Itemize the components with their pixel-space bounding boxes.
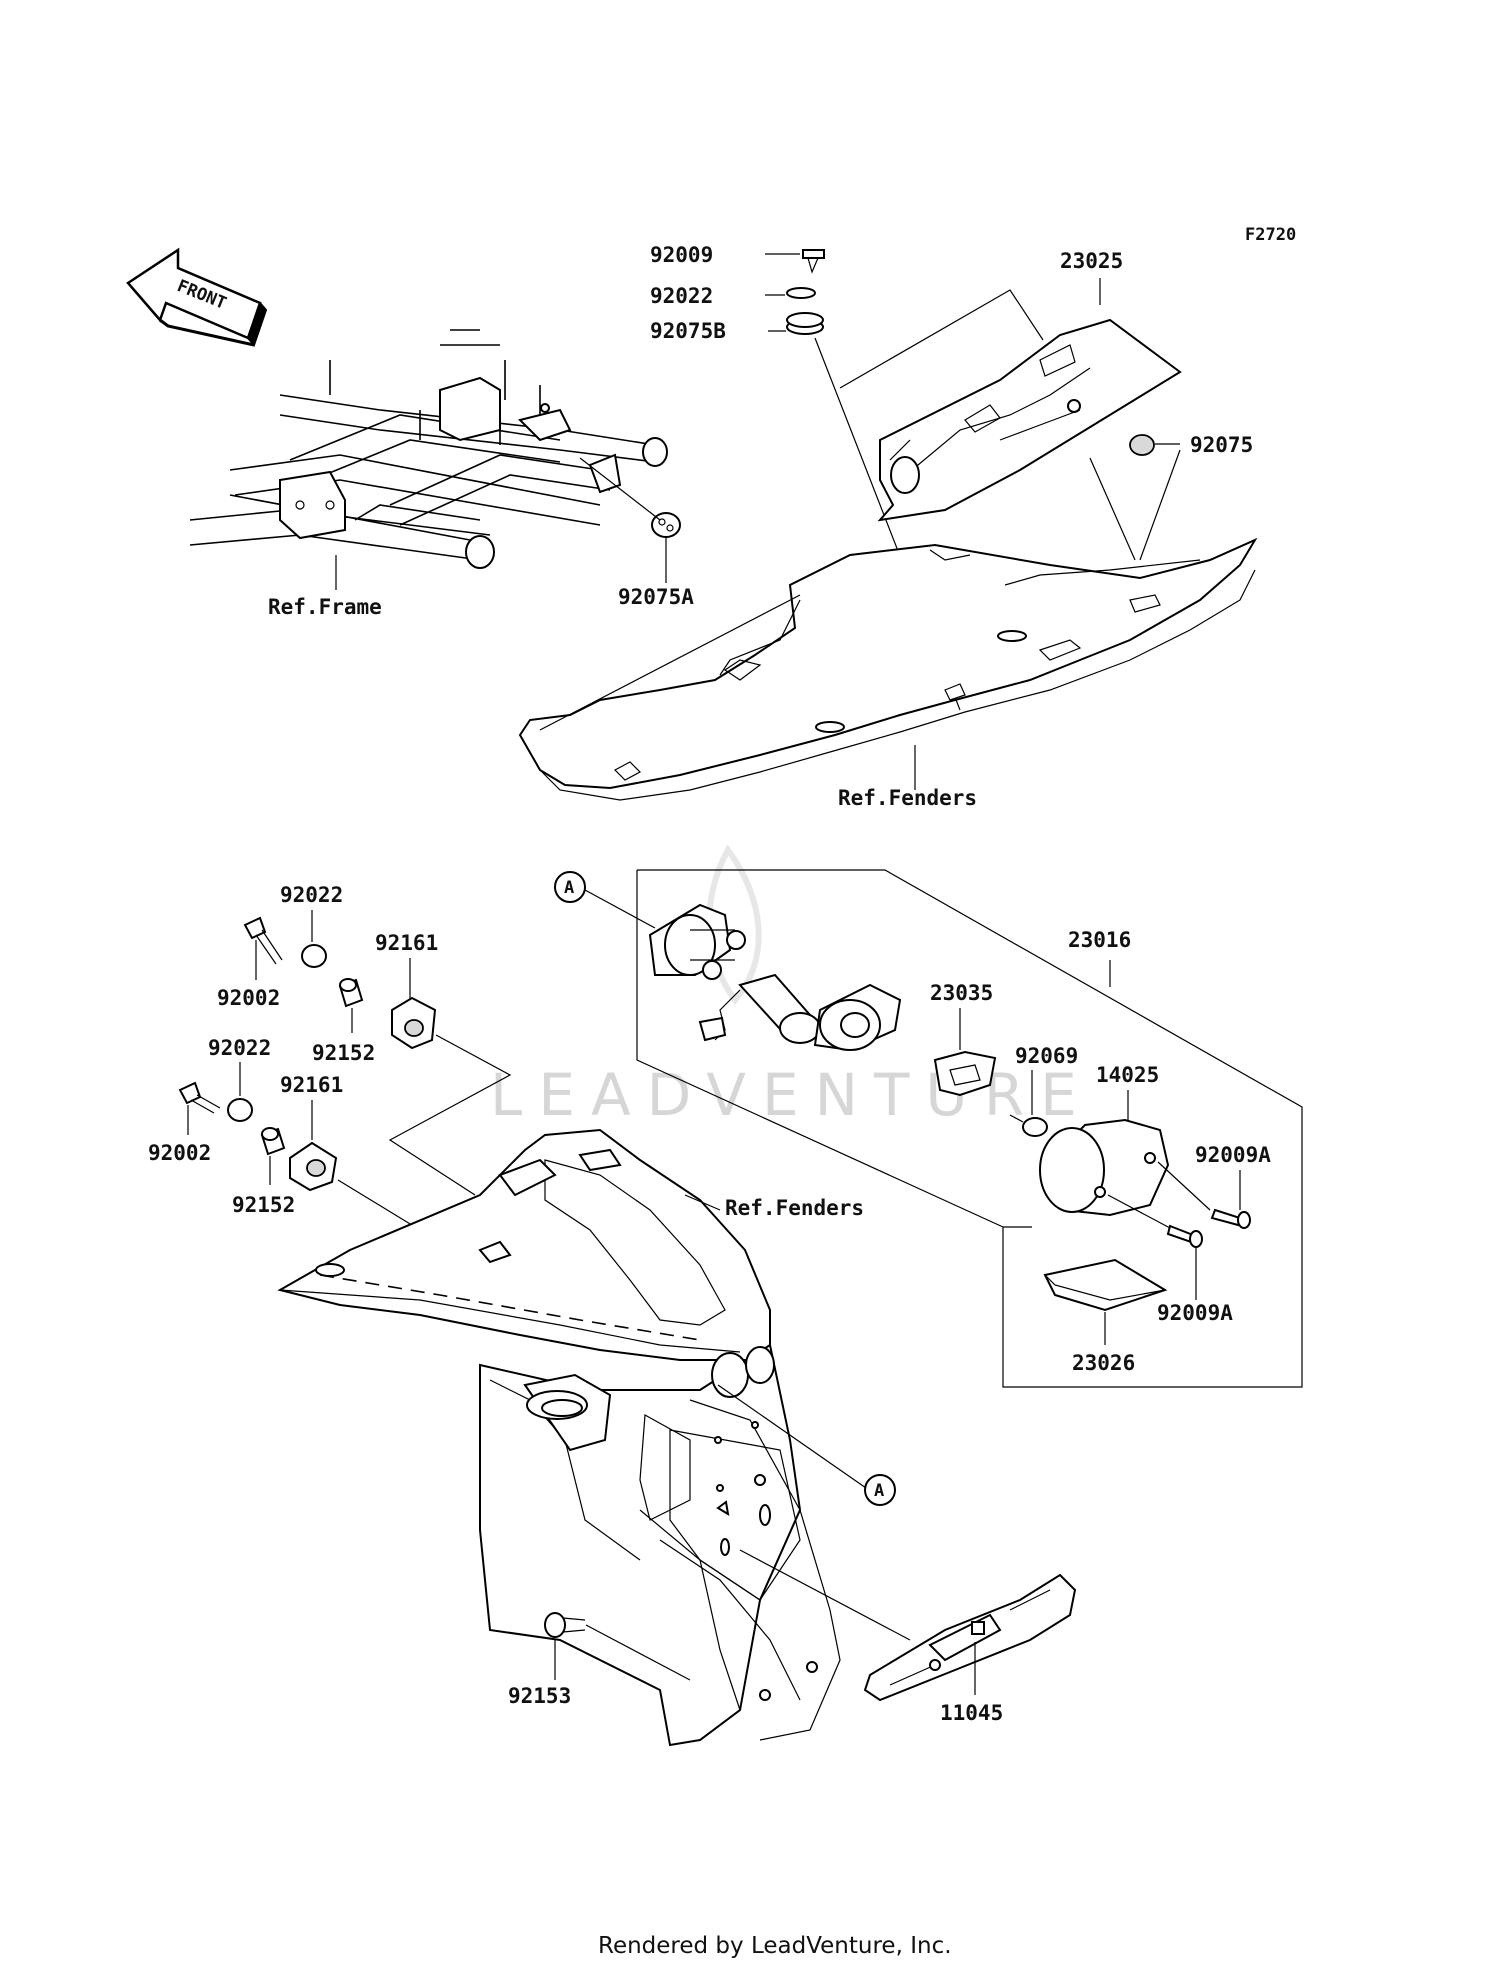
footer-credit: Rendered by LeadVenture, Inc.	[598, 1933, 952, 1959]
collar-92152-a	[338, 978, 364, 1008]
leader-92075A	[579, 457, 661, 521]
callout-a-bottom	[864, 1474, 896, 1506]
leader-92075-to-fender	[1089, 449, 1181, 561]
bracket-23016	[636, 869, 1303, 1388]
label-11045: 11045	[940, 1701, 1003, 1725]
label-92002-b: 92002	[148, 1141, 211, 1165]
label-92009A-2: 92009A	[1157, 1301, 1233, 1325]
leader-lens-screws	[1107, 1161, 1211, 1229]
label-92009: 92009	[650, 243, 713, 267]
leader-11045-to-fender	[739, 1549, 911, 1641]
cover-23025	[877, 318, 1182, 522]
label-92152-b: 92152	[232, 1193, 295, 1217]
leader-rubber-b-to-fender	[337, 1179, 421, 1231]
lens-mount	[813, 983, 902, 1052]
label-92075: 92075	[1190, 433, 1253, 457]
grommet-92075B	[786, 312, 824, 335]
ref-fenders-bottom-label: Ref.Fenders	[725, 1196, 864, 1220]
front-arrow-icon: FRONT	[126, 247, 268, 347]
screw-92009A-1	[1210, 1208, 1251, 1229]
washer-92022-top	[786, 287, 816, 299]
bolt-92153	[544, 1612, 586, 1638]
rear-fender	[277, 1128, 841, 1747]
ref-frame-label: Ref.Frame	[268, 595, 382, 619]
label-92002-a: 92002	[217, 986, 280, 1010]
label-92161-b: 92161	[280, 1073, 343, 1097]
washer-92022-b	[227, 1098, 253, 1122]
label-92022-b: 92022	[208, 1036, 271, 1060]
callout-a-bottom-label: A	[874, 1481, 884, 1501]
upper-fender	[518, 537, 1258, 801]
callout-a-top-label: A	[564, 878, 574, 898]
label-92069: 92069	[1015, 1044, 1078, 1068]
label-14025: 14025	[1096, 1063, 1159, 1087]
collar-92152-b	[260, 1127, 286, 1156]
bulb-92069	[1009, 1114, 1048, 1137]
lens-14025	[1039, 1118, 1170, 1217]
rubber-92161-b	[289, 1141, 338, 1192]
leader-callout-a-top	[584, 889, 656, 929]
watermark: LEADVENTURE	[490, 1061, 1093, 1129]
socket-housing	[648, 903, 746, 980]
label-92022-top: 92022	[650, 284, 713, 308]
reflector-23026	[1043, 1258, 1168, 1312]
bolt-92002-b	[178, 1081, 221, 1114]
label-92009A-1: 92009A	[1195, 1143, 1271, 1167]
bolt-92002-a	[243, 916, 283, 965]
washer-92022-a	[301, 944, 327, 968]
leader-92153-to-fender	[585, 1624, 691, 1681]
leader-callout-a-bottom	[717, 1384, 867, 1489]
label-92153: 92153	[508, 1684, 571, 1708]
clip-23035	[933, 1050, 997, 1097]
callout-a-top	[554, 871, 586, 903]
label-23035: 23035	[930, 981, 993, 1005]
leader-23025-bracket	[839, 289, 1044, 389]
label-92075B: 92075B	[650, 319, 726, 343]
screw-92009A-2	[1166, 1224, 1203, 1248]
screw-92009	[802, 249, 825, 274]
bulb-socket	[698, 973, 821, 1044]
bracket-11045	[863, 1573, 1077, 1702]
label-92075A: 92075A	[618, 585, 694, 609]
label-23025: 23025	[1060, 249, 1123, 273]
rear-frame-illustration	[189, 329, 668, 569]
label-92022-a: 92022	[280, 883, 343, 907]
label-92152-a: 92152	[312, 1041, 375, 1065]
label-23026: 23026	[1072, 1351, 1135, 1375]
figure-code: F2720	[1245, 225, 1296, 245]
watermark-flame-icon	[706, 844, 762, 1005]
grommet-92075	[1129, 434, 1155, 456]
leader-ref-fenders-bottom	[684, 1194, 721, 1211]
rubber-92161-a	[391, 996, 437, 1050]
label-92161-a: 92161	[375, 931, 438, 955]
leader-rubber-a-to-fender	[388, 1034, 512, 1196]
ref-fenders-top-label: Ref.Fenders	[838, 786, 977, 810]
label-23016: 23016	[1068, 928, 1131, 952]
